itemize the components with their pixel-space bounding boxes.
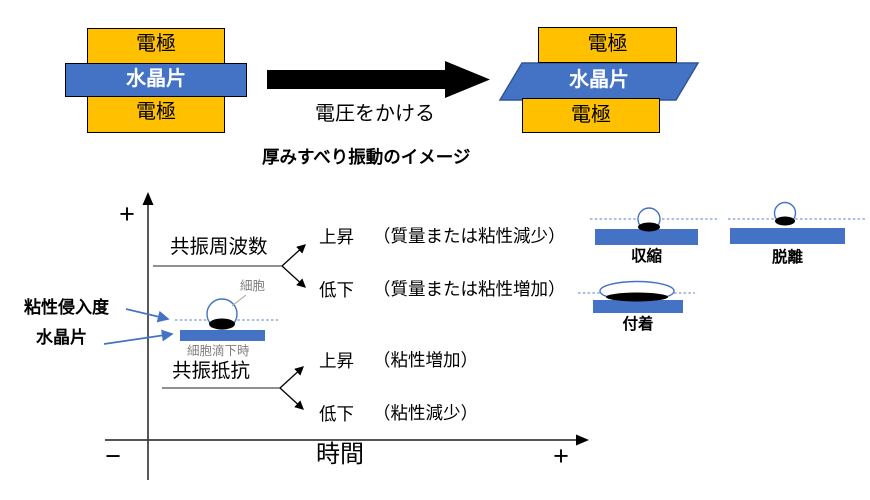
left-crystal-label: 水晶片: [126, 68, 186, 90]
frequency-down-arrow-icon: [281, 265, 306, 288]
cell-label: 細胞: [240, 279, 266, 293]
detach-cell-contact: [775, 216, 795, 226]
frequency-label: 共振周波数: [170, 236, 268, 258]
inset-crystal-bar: [180, 330, 265, 341]
right-electrode-bottom: 電極: [522, 98, 660, 133]
shrink-crystal-bar: [595, 229, 698, 245]
crystal-label-arrow-icon: [103, 329, 174, 345]
x-axis-plus-label: +: [553, 441, 569, 471]
resistance-up-detail: （粘性増加）: [373, 350, 478, 370]
inset-cell-contact: [209, 318, 235, 330]
frequency-down-label: 低下: [319, 280, 354, 300]
resistance-down-label: 低下: [319, 404, 354, 424]
y-axis-plus-label: +: [119, 199, 135, 229]
voltage-label: 電圧をかける: [315, 103, 435, 125]
right-crystal-label: 水晶片: [569, 69, 629, 91]
left-crystal-bar: 水晶片: [65, 63, 247, 97]
resistance-up-arrow-icon: [279, 366, 304, 389]
left-electrode-bottom-label: 電極: [136, 101, 176, 123]
penetration-depth-label: 粘性侵入度: [24, 298, 109, 317]
penetration-label-arrow-icon: [125, 308, 170, 323]
resistance-down-arrow-icon: [279, 387, 304, 410]
state-adhere-label: 付着: [622, 316, 654, 333]
resistance-label: 共振抵抗: [172, 360, 251, 382]
right-electrode-bottom-label: 電極: [571, 104, 611, 126]
frequency-up-label: 上昇: [319, 227, 354, 247]
y-axis-arrow-icon: [142, 192, 154, 205]
crystal-inset-label: 水晶片: [36, 328, 87, 347]
state-detach-label: 脱離: [771, 249, 803, 266]
adhere-cell-contact: [606, 292, 668, 302]
x-axis-arrow-icon: [576, 434, 589, 446]
shear-caption: 厚みすべり振動のイメージ: [262, 147, 471, 167]
frequency-up-arrow-icon: [281, 244, 306, 267]
right-electrode-top: 電極: [538, 27, 677, 63]
sheared-crystal-shape: [498, 62, 700, 101]
frequency-down-detail: （質量または粘性増加）: [373, 279, 566, 299]
x-axis-minus-label: −: [105, 441, 121, 471]
cell-pointer-line: [231, 294, 247, 307]
frequency-up-detail: （質量または粘性減少）: [373, 226, 566, 246]
shrink-cell-contact: [638, 222, 660, 232]
right-electrode-top-label: 電極: [587, 33, 628, 55]
adhere-crystal-bar: [593, 300, 683, 313]
detach-crystal-bar: [730, 228, 845, 244]
resistance-up-label: 上昇: [319, 351, 354, 371]
voltage-arrow-icon: [267, 61, 490, 98]
left-electrode-top-label: 電極: [136, 33, 176, 55]
time-axis-label: 時間: [316, 441, 364, 468]
resistance-down-detail: （粘性減少）: [373, 403, 478, 423]
cell-drop-caption: 細胞滴下時: [187, 344, 250, 358]
state-shrink-label: 収縮: [630, 248, 662, 265]
